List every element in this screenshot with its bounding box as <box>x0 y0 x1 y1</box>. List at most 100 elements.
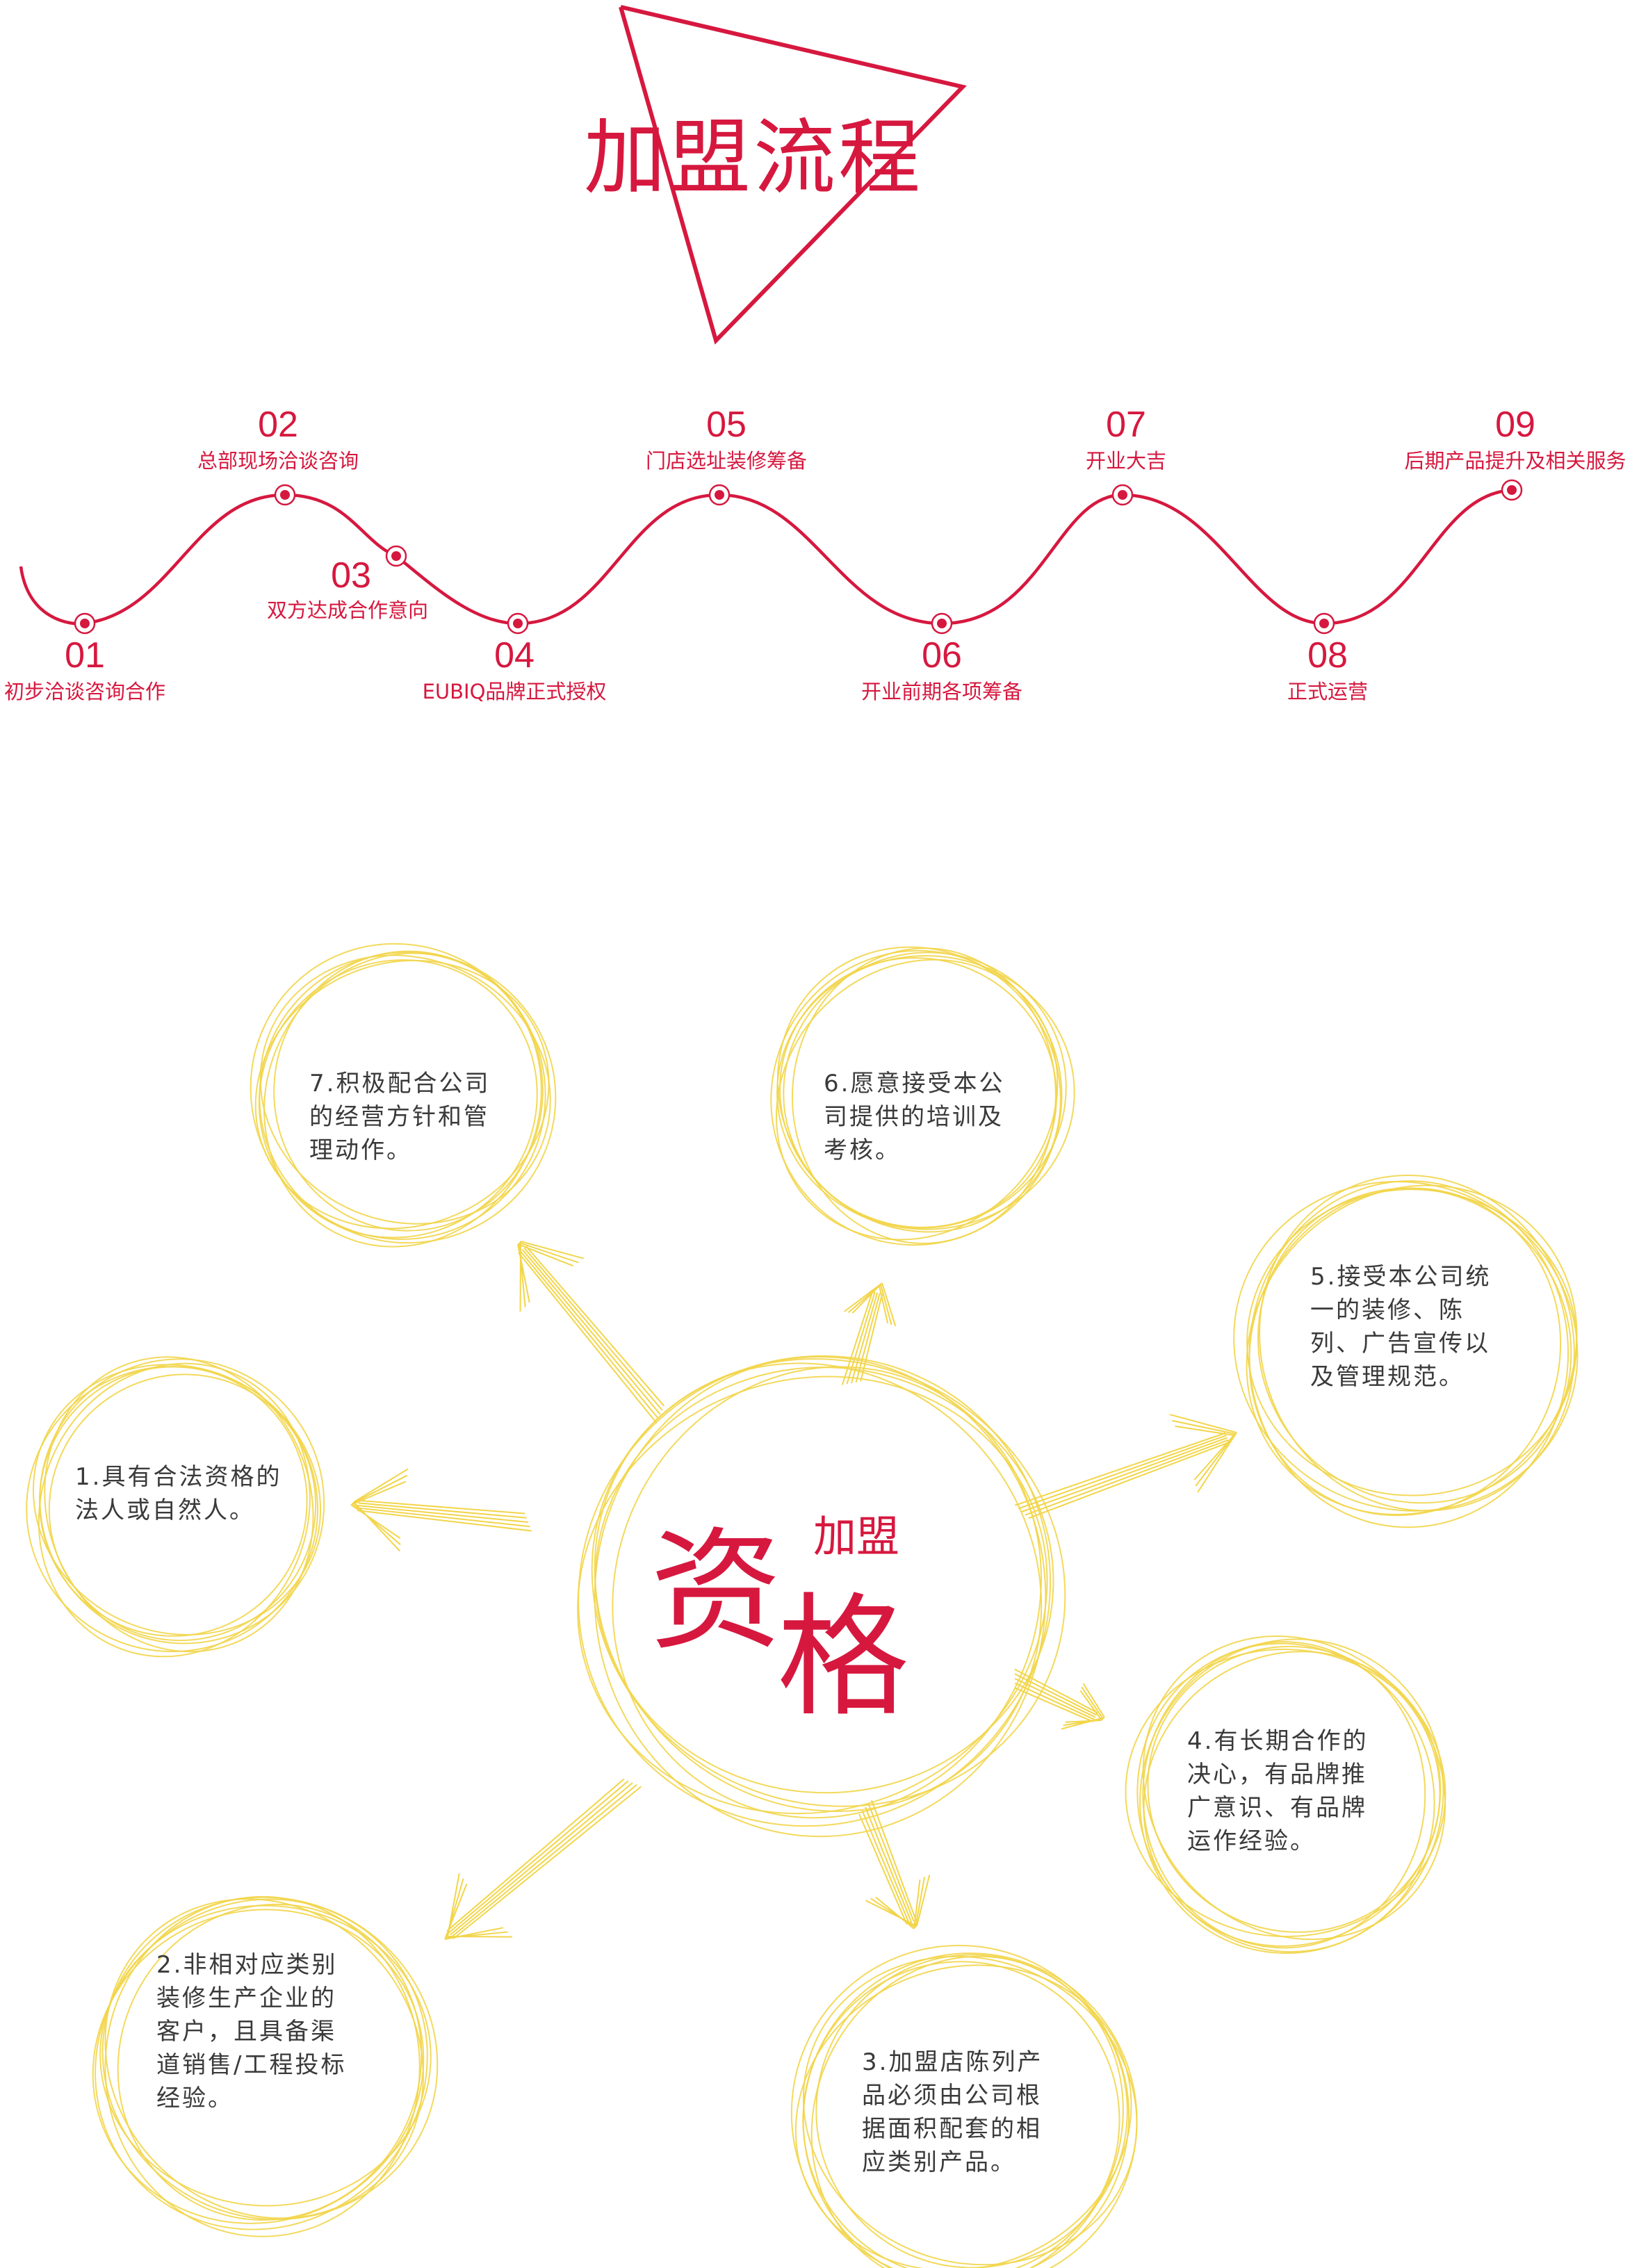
arrow-head-stroke <box>352 1503 401 1545</box>
arrow-head-stroke <box>447 1936 512 1938</box>
requirement-5: 5.接受本公司统 一的装修、陈 列、广告宣传以 及管理规范。 <box>1310 1263 1491 1391</box>
sketch-ring <box>38 1362 311 1658</box>
arrow-head-stroke <box>1082 1683 1105 1718</box>
step-marker <box>385 545 407 567</box>
arrow-stroke <box>1028 1442 1230 1519</box>
arrow-head-stroke <box>844 1282 883 1312</box>
step-07-number: 07 <box>1106 405 1146 445</box>
arrow-head-stroke <box>881 1282 897 1327</box>
sketch-ring <box>1136 1642 1435 1953</box>
process-title: 加盟流程 <box>584 110 923 206</box>
arrow-stroke <box>450 1782 633 1936</box>
sketch-ring <box>39 1358 325 1645</box>
sketch-ring <box>776 955 1075 1230</box>
arrow-head-stroke <box>1169 1414 1237 1433</box>
arrow-stroke <box>1021 1437 1228 1512</box>
requirement-3-circle <box>790 1945 1138 2268</box>
requirement-5-line: 列、广告宣传以 <box>1310 1330 1490 1357</box>
sketch-ring <box>612 1366 1042 1819</box>
step-marker <box>1111 484 1134 506</box>
arrow-stroke <box>1014 1687 1094 1723</box>
requirement-5-circle <box>1233 1175 1579 1528</box>
arrow-head-stroke <box>353 1501 401 1552</box>
arrow-head-stroke <box>870 1898 916 1928</box>
arrow-stroke <box>357 1510 532 1532</box>
connector-arrows <box>350 1241 1237 1940</box>
arrow-head-stroke <box>517 1243 573 1267</box>
arrow-stroke <box>861 1810 910 1924</box>
step-marker <box>507 612 529 635</box>
sketch-ring <box>1142 1641 1426 1949</box>
sketch-ring <box>1125 1648 1446 1938</box>
arrow-head-stroke <box>1081 1686 1104 1720</box>
step-marker-dot <box>280 490 290 500</box>
requirement-1-line: 法人或自然人。 <box>75 1496 255 1524</box>
requirement-1-line: 1.具有合法资格的 <box>75 1463 282 1491</box>
arrow-to-requirement-1 <box>350 1468 532 1552</box>
sketch-ring <box>591 1358 1066 1807</box>
arrow-stroke <box>870 1800 917 1921</box>
sketch-ring <box>790 1945 1130 2268</box>
arrow-stroke <box>519 1250 660 1419</box>
arrow-stroke <box>858 1813 908 1925</box>
sketch-ring <box>577 1376 1048 1815</box>
sketch-ring <box>802 1955 1138 2266</box>
step-01-label: 初步洽谈咨询合作 <box>4 680 165 703</box>
center-title-char-2: 格 <box>777 1581 909 1734</box>
requirement-3-line: 品必须由公司根 <box>862 2082 1042 2110</box>
arrow-stroke <box>841 1291 874 1385</box>
requirement-3: 3.加盟店陈列产 品必须由公司根 据面积配套的相 应类别产品。 <box>862 2048 1042 2176</box>
sketch-ring <box>263 952 542 1248</box>
requirement-5-line: 5.接受本公司统 <box>1310 1263 1491 1291</box>
arrow-head-stroke <box>1172 1419 1236 1435</box>
step-marker-dot <box>937 619 947 628</box>
arrow-to-requirement-7 <box>517 1241 665 1423</box>
sketch-ring <box>1257 1187 1572 1504</box>
arrow-head-stroke <box>1061 1717 1105 1730</box>
requirement-2-line: 装修生产企业的 <box>156 1984 336 2012</box>
requirement-6-line: 6.愿意接受本公 <box>824 1070 1004 1098</box>
requirement-2-line: 客户，且具备渠 <box>156 2018 336 2046</box>
sketch-ring <box>26 1366 319 1653</box>
sketch-ring <box>783 952 1067 1229</box>
step-06-label: 开业前期各项筹备 <box>861 680 1022 703</box>
sketch-ring <box>594 1356 1047 1838</box>
arrow-head-stroke <box>1197 1432 1237 1493</box>
arrow-head-stroke <box>865 1900 918 1927</box>
step-05-number: 05 <box>706 405 747 445</box>
step-marker-dot <box>1118 490 1127 500</box>
sketch-ring <box>578 1355 1051 1827</box>
process-section: 加盟流程 01 初步洽谈咨询合作 02 总部现场洽谈咨询 03 双方达成合作意向… <box>4 5 1626 703</box>
sketch-ring <box>802 1961 1120 2268</box>
requirement-5-line: 及管理规范。 <box>1310 1363 1465 1391</box>
requirement-7: 7.积极配合公司 的经营方针和管 理动作。 <box>309 1070 489 1164</box>
step-09-label: 后期产品提升及相关服务 <box>1404 449 1626 473</box>
requirement-3-line: 据面积配套的相 <box>862 2115 1042 2143</box>
sketch-ring <box>1246 1184 1578 1515</box>
requirement-6-line: 司提供的培训及 <box>824 1103 1004 1131</box>
arrow-head-stroke <box>350 1480 407 1506</box>
step-marker-dot <box>1319 619 1329 628</box>
arrow-stroke <box>358 1499 525 1515</box>
requirement-2-line: 2.非相对应类别 <box>156 1951 337 1979</box>
requirement-7-line: 的经营方针和管 <box>309 1103 489 1131</box>
arrow-head-stroke <box>880 1284 892 1325</box>
center-circle <box>577 1355 1066 1838</box>
requirement-4-line: 决心，有品牌推 <box>1187 1761 1367 1788</box>
step-marker-dot <box>715 490 724 500</box>
center-subtitle: 加盟 <box>813 1511 899 1562</box>
step-08-label: 正式运营 <box>1287 680 1368 703</box>
sketch-ring <box>594 1362 1043 1812</box>
requirement-1-circle <box>26 1356 325 1658</box>
requirement-2-line: 经验。 <box>156 2085 234 2112</box>
arrow-head-stroke <box>915 1877 926 1928</box>
arrow-stroke <box>1014 1678 1096 1718</box>
requirement-4-line: 运作经验。 <box>1187 1827 1316 1855</box>
arrow-stroke <box>1018 1435 1227 1510</box>
sketch-ring <box>104 1898 424 2219</box>
arrow-stroke <box>518 1252 658 1423</box>
step-03-label: 双方达成合作意向 <box>267 598 428 622</box>
requirement-6-circle <box>770 946 1075 1246</box>
step-04-number: 04 <box>494 635 535 676</box>
